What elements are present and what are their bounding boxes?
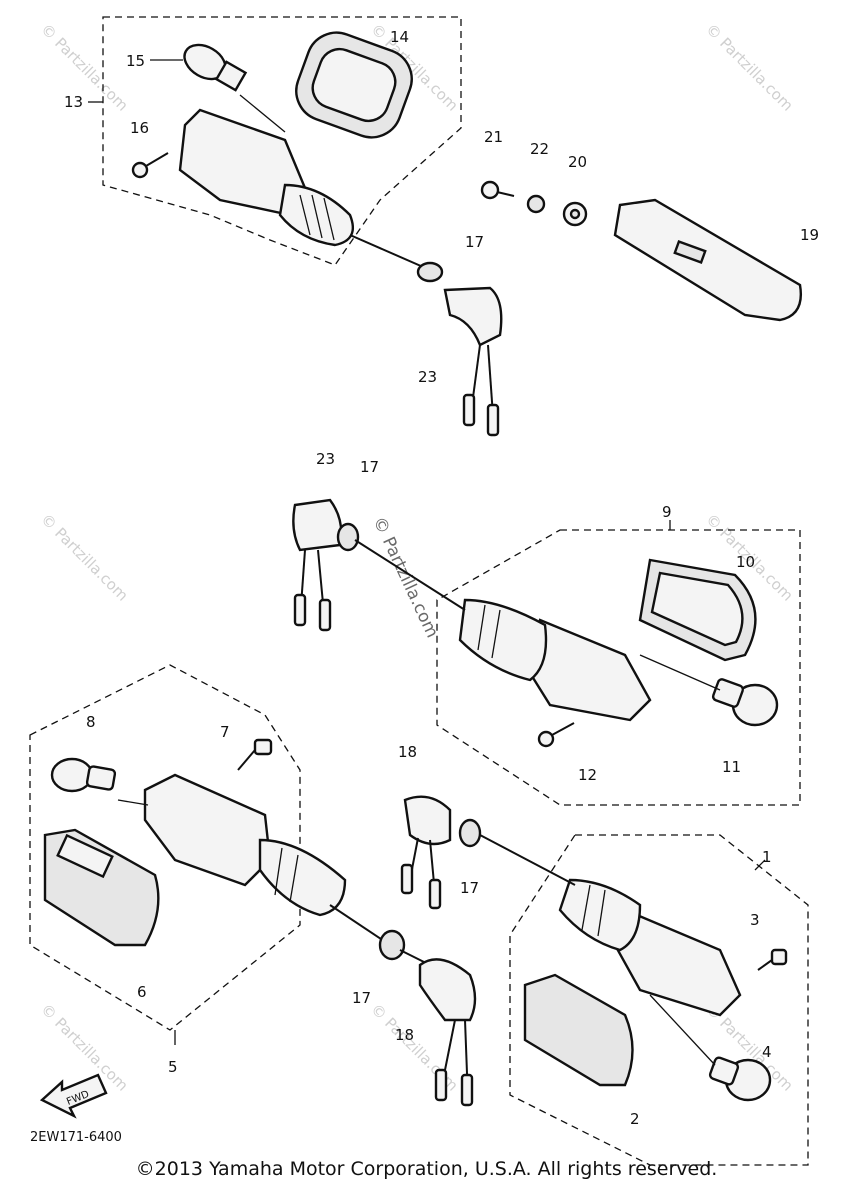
callout-7: 7 bbox=[220, 723, 230, 741]
nut-17-mid bbox=[336, 522, 360, 552]
assembly-13-boundary bbox=[102, 16, 462, 266]
callout-16: 16 bbox=[130, 119, 149, 137]
callout-18-right: 18 bbox=[398, 743, 417, 761]
nut-17-right bbox=[458, 818, 482, 848]
grommet-18-right bbox=[400, 795, 452, 910]
assembly-5-boundary bbox=[29, 664, 301, 1031]
wire-1 bbox=[479, 834, 576, 886]
assembly-9 bbox=[436, 520, 801, 806]
housing-9 bbox=[458, 598, 652, 722]
assembly-1-boundary bbox=[509, 834, 809, 1166]
callout-17: 17 bbox=[465, 233, 484, 251]
washer-20 bbox=[562, 201, 588, 227]
callout-11: 11 bbox=[722, 758, 741, 776]
lens-14 bbox=[295, 31, 413, 139]
housing-5 bbox=[143, 773, 347, 917]
callout-19: 19 bbox=[800, 226, 819, 244]
callout-22: 22 bbox=[530, 140, 549, 158]
callout-9: 9 bbox=[662, 503, 672, 521]
callout-labels: 1 2 3 4 5 6 7 8 9 10 11 12 13 14 15 16 1… bbox=[64, 28, 819, 1128]
bulb-11 bbox=[711, 678, 779, 727]
callout-18: 18 bbox=[395, 1026, 414, 1044]
bulb-4 bbox=[708, 1056, 772, 1102]
housing-13 bbox=[178, 108, 355, 247]
assembly-5 bbox=[29, 664, 347, 1045]
callout-15: 15 bbox=[126, 52, 145, 70]
callout-17-mid: 17 bbox=[360, 458, 379, 476]
watermark-3: © Partzilla.com bbox=[702, 20, 797, 115]
bulb-15 bbox=[183, 43, 248, 92]
nut-17-left bbox=[378, 929, 406, 961]
wire-9 bbox=[354, 539, 466, 611]
assembly-13 bbox=[88, 16, 462, 271]
lens-10 bbox=[638, 558, 757, 662]
diagram-code: 2EW171-6400 bbox=[30, 1130, 122, 1145]
nut-22 bbox=[526, 194, 546, 214]
callout-23: 23 bbox=[418, 368, 437, 386]
callout-17-left: 17 bbox=[352, 989, 371, 1007]
assembly-1 bbox=[509, 834, 809, 1166]
callout-5: 5 bbox=[168, 1058, 178, 1076]
wire-13 bbox=[349, 234, 431, 271]
callout-20: 20 bbox=[568, 153, 587, 171]
callout-2: 2 bbox=[630, 1110, 640, 1128]
watermark-1: © Partzilla.com bbox=[37, 20, 132, 115]
screw-16 bbox=[131, 152, 169, 179]
lens-2 bbox=[523, 973, 634, 1087]
callout-17-right: 17 bbox=[460, 879, 479, 897]
grommet-18-left bbox=[418, 958, 477, 1107]
nut-17-top bbox=[416, 261, 444, 283]
callout-14: 14 bbox=[390, 28, 409, 46]
wire-5 bbox=[329, 904, 391, 946]
lens-6 bbox=[43, 828, 160, 947]
housing-1 bbox=[558, 878, 742, 1017]
callout-4: 4 bbox=[762, 1043, 772, 1061]
grommet-23-mid bbox=[292, 498, 343, 632]
callout-12: 12 bbox=[578, 766, 597, 784]
copyright-notice: ©2013 Yamaha Motor Corporation, U.S.A. A… bbox=[135, 1158, 718, 1180]
callout-23-mid: 23 bbox=[316, 450, 335, 468]
callout-21: 21 bbox=[484, 128, 503, 146]
assembly-9-boundary bbox=[436, 529, 801, 806]
callout-10: 10 bbox=[736, 553, 755, 571]
screw-7 bbox=[237, 738, 273, 771]
grommet-23-top bbox=[443, 286, 503, 437]
screw-3 bbox=[757, 948, 788, 971]
callout-3: 3 bbox=[750, 911, 760, 929]
bolt-21 bbox=[480, 180, 515, 200]
bracket-19 bbox=[613, 198, 802, 322]
watermark-4: © Partzilla.com bbox=[37, 510, 132, 605]
screw-12 bbox=[537, 722, 575, 748]
watermark-center: © Partzilla.com bbox=[368, 514, 442, 641]
callout-6: 6 bbox=[137, 983, 147, 1001]
fwd-arrow-icon: FWD bbox=[39, 1073, 108, 1119]
callout-13: 13 bbox=[64, 93, 83, 111]
callout-1: 1 bbox=[762, 848, 772, 866]
callout-8: 8 bbox=[86, 713, 96, 731]
bulb-8 bbox=[50, 757, 117, 793]
